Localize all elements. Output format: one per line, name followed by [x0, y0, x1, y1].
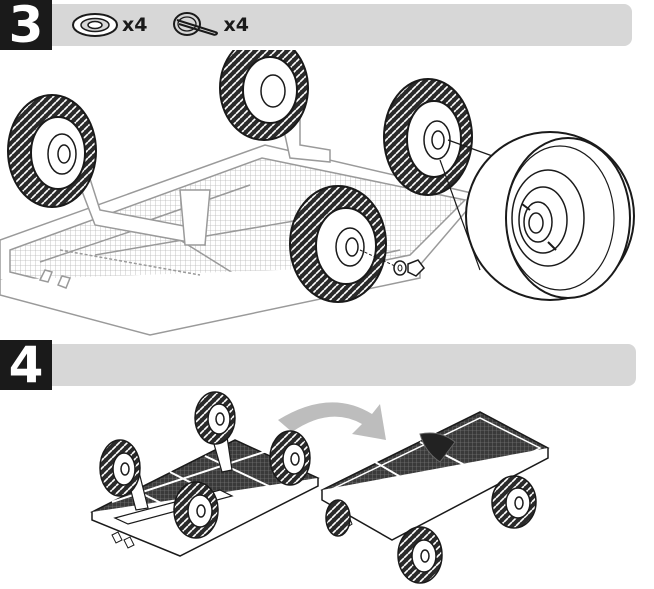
step-4-header: 4	[0, 340, 654, 390]
wheel-right	[383, 78, 473, 196]
washer-hardware	[393, 260, 407, 276]
cart-upside-down	[90, 391, 320, 557]
step-4-bar	[36, 344, 636, 386]
washer-part: x4	[70, 11, 147, 39]
cap-nut-hardware	[407, 259, 425, 277]
flip-arrow	[278, 402, 386, 440]
step-3-illustration	[0, 50, 635, 336]
cotter-pin-icon	[169, 10, 221, 40]
zoom-detail	[465, 131, 635, 301]
washer-qty: x4	[122, 14, 148, 36]
wheel-top	[219, 50, 309, 141]
cart-upright	[320, 411, 550, 584]
cotter-pin-qty: x4	[223, 14, 249, 36]
wheel-front	[289, 185, 387, 303]
step-3-bar	[36, 4, 632, 46]
step-3-parts: x4 x4	[70, 10, 271, 40]
step-3-header: 3 x4 x4	[0, 0, 654, 50]
step-3-number: 3	[0, 0, 52, 50]
wheel-left	[7, 94, 97, 208]
washer-icon	[70, 11, 120, 39]
step-4-number: 4	[0, 340, 52, 390]
step-4-illustration	[90, 391, 550, 584]
cotter-pin-part: x4	[169, 10, 249, 40]
alignment-line	[359, 249, 396, 267]
